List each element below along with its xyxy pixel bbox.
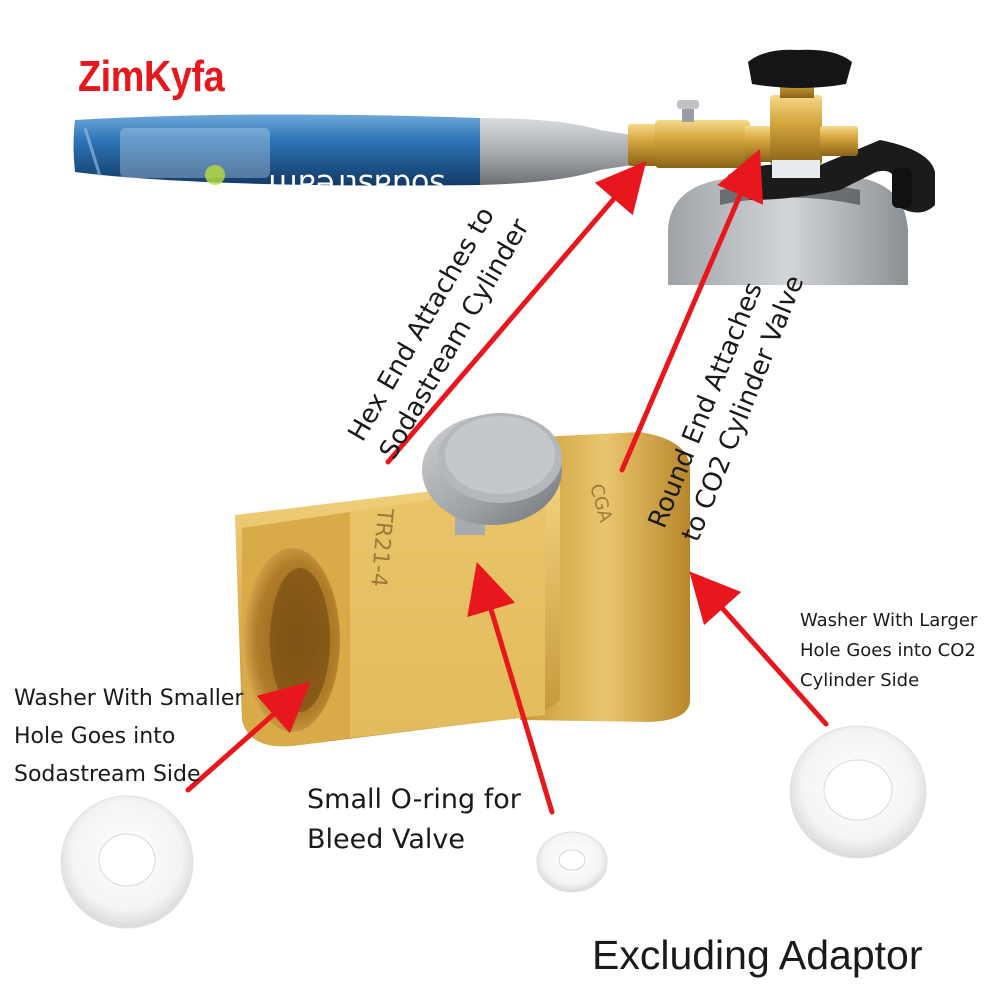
arrow-o-ring bbox=[467, 562, 555, 815]
arrow-washer-large bbox=[689, 571, 829, 727]
annotation-arrows bbox=[185, 149, 829, 815]
washer-small-hole bbox=[60, 795, 194, 929]
arrow-hex-end bbox=[385, 161, 647, 465]
caption-excluding-adaptor: Excluding Adaptor bbox=[592, 932, 923, 978]
caption-washer-small: Washer With Smaller Hole Goes into Sodas… bbox=[14, 686, 244, 787]
caption-washer-large: Washer With Larger Hole Goes into CO2 Cy… bbox=[800, 610, 978, 691]
brand-logo-text: ZimKyfa bbox=[78, 52, 225, 101]
caption-o-ring: Small O-ring for Bleed Valve bbox=[307, 784, 521, 855]
top-adaptor-assembly bbox=[628, 49, 858, 178]
brass-adaptor: CGA TR21-4 bbox=[235, 413, 690, 747]
arrow-washer-small bbox=[185, 681, 311, 793]
washer-large-hole bbox=[789, 725, 927, 859]
cylinder-brand-label: sodastream bbox=[268, 167, 445, 202]
small-o-ring bbox=[536, 831, 608, 893]
arrow-round-end bbox=[619, 149, 764, 473]
sodastream-cylinder: sodastream bbox=[73, 114, 632, 202]
